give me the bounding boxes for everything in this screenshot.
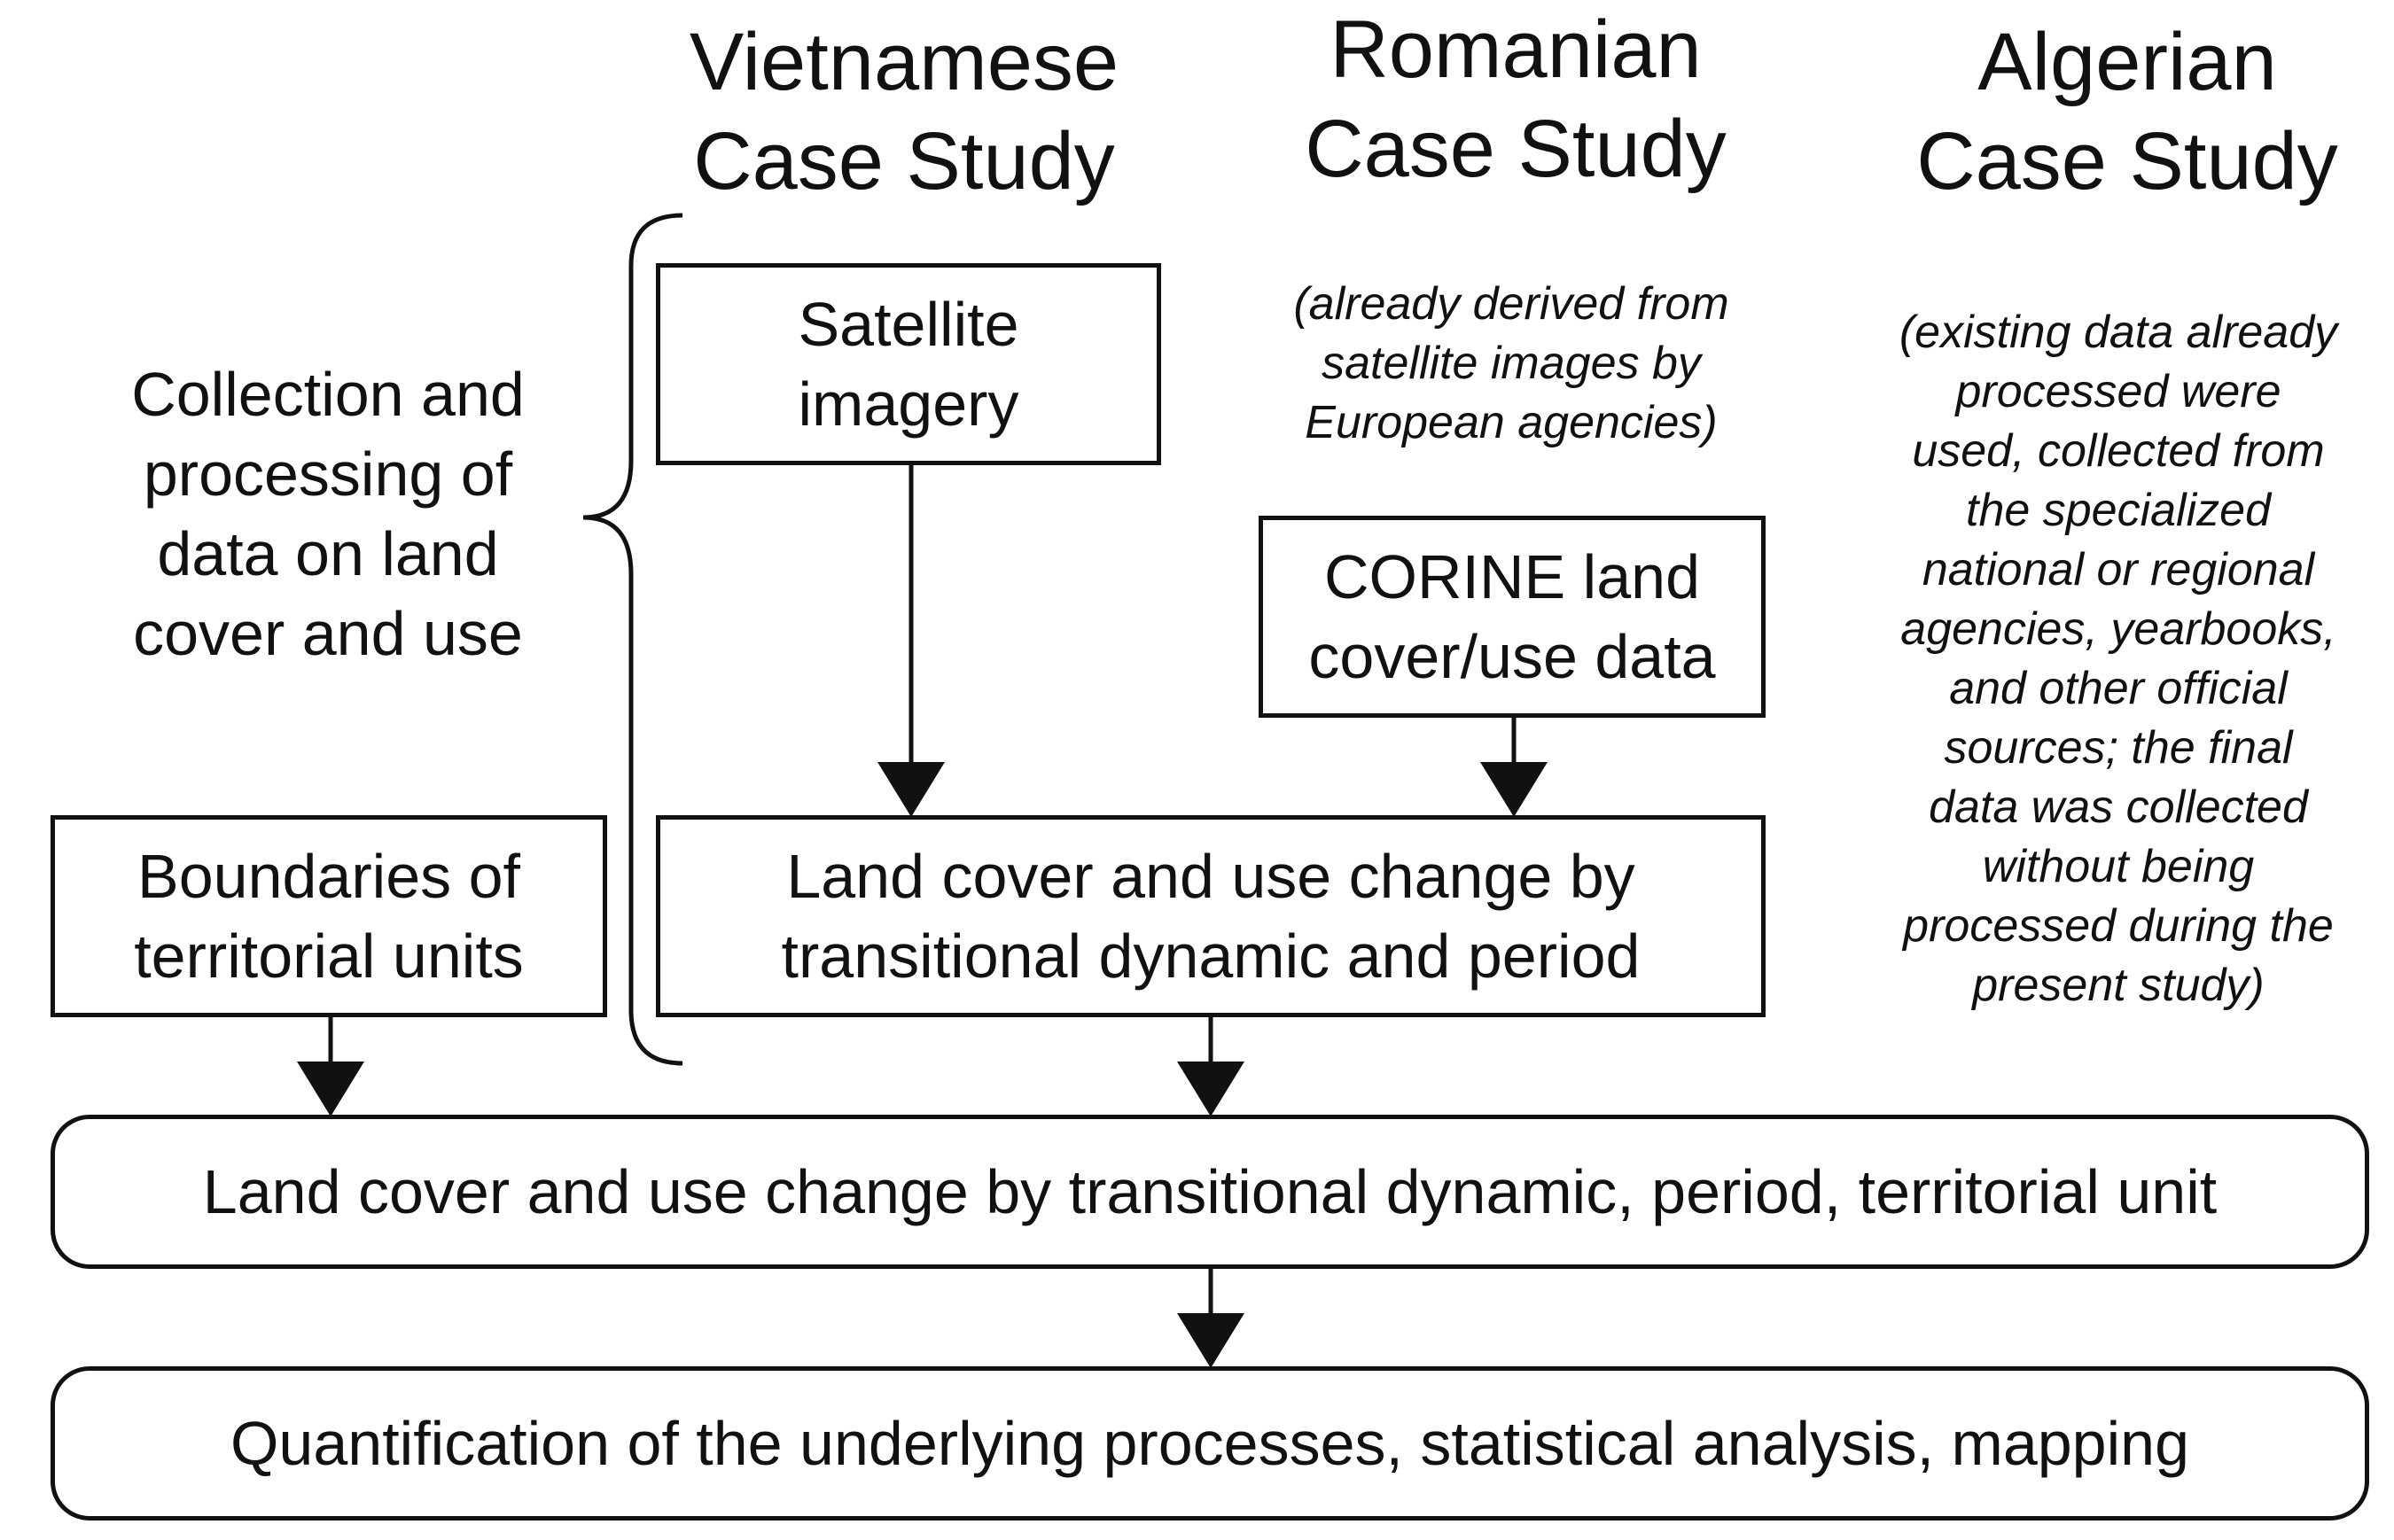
- note-romanian: (already derived from satellite images b…: [1293, 278, 1729, 448]
- box-change-by-territorial-unit-text: Land cover and use change by transitiona…: [202, 1157, 2218, 1226]
- arrowhead-boundaries-to-unit-change: [297, 1062, 364, 1116]
- brace-label-collection-processing: Collection and processing of data on lan…: [131, 360, 525, 668]
- box-corine-data-text: CORINE land cover/use data: [1308, 542, 1716, 691]
- box-change-by-period-text: Land cover and use change by transitiona…: [781, 842, 1641, 991]
- box-change-by-territorial-unit: Land cover and use change by transitiona…: [51, 1115, 2369, 1269]
- box-satellite-imagery: Satellite imagery: [656, 263, 1161, 465]
- heading-vietnamese-case-study: Vietnamese Case Study: [647, 12, 1161, 211]
- heading-romanian-line2: Case Study: [1305, 104, 1727, 194]
- arrowhead-satellite-to-change: [877, 762, 945, 817]
- box-territorial-boundaries: Boundaries of territorial units: [51, 815, 607, 1017]
- box-territorial-boundaries-text: Boundaries of territorial units: [134, 842, 524, 991]
- arrowhead-unit-change-to-quantification: [1177, 1313, 1244, 1368]
- box-corine-data: CORINE land cover/use data: [1259, 516, 1766, 718]
- arrowhead-period-to-unit-change: [1177, 1062, 1244, 1116]
- heading-romanian-case-study: Romanian Case Study: [1259, 0, 1773, 198]
- box-quantification: Quantification of the underlying process…: [51, 1366, 2369, 1521]
- box-quantification-text: Quantification of the underlying process…: [230, 1409, 2190, 1478]
- heading-romanian-line1: Romanian: [1330, 4, 1702, 95]
- box-satellite-imagery-text: Satellite imagery: [798, 290, 1019, 439]
- box-change-by-period: Land cover and use change by transitiona…: [656, 815, 1766, 1017]
- heading-algerian-line1: Algerian: [1977, 17, 2277, 107]
- heading-vietnamese-line2: Case Study: [693, 116, 1115, 206]
- heading-algerian-line2: Case Study: [1916, 116, 2338, 206]
- heading-vietnamese-line1: Vietnamese: [689, 17, 1119, 107]
- note-algerian: (existing data already processed were us…: [1899, 307, 2338, 1011]
- heading-algerian-case-study: Algerian Case Study: [1870, 12, 2384, 211]
- arrowhead-corine-to-change: [1480, 762, 1548, 817]
